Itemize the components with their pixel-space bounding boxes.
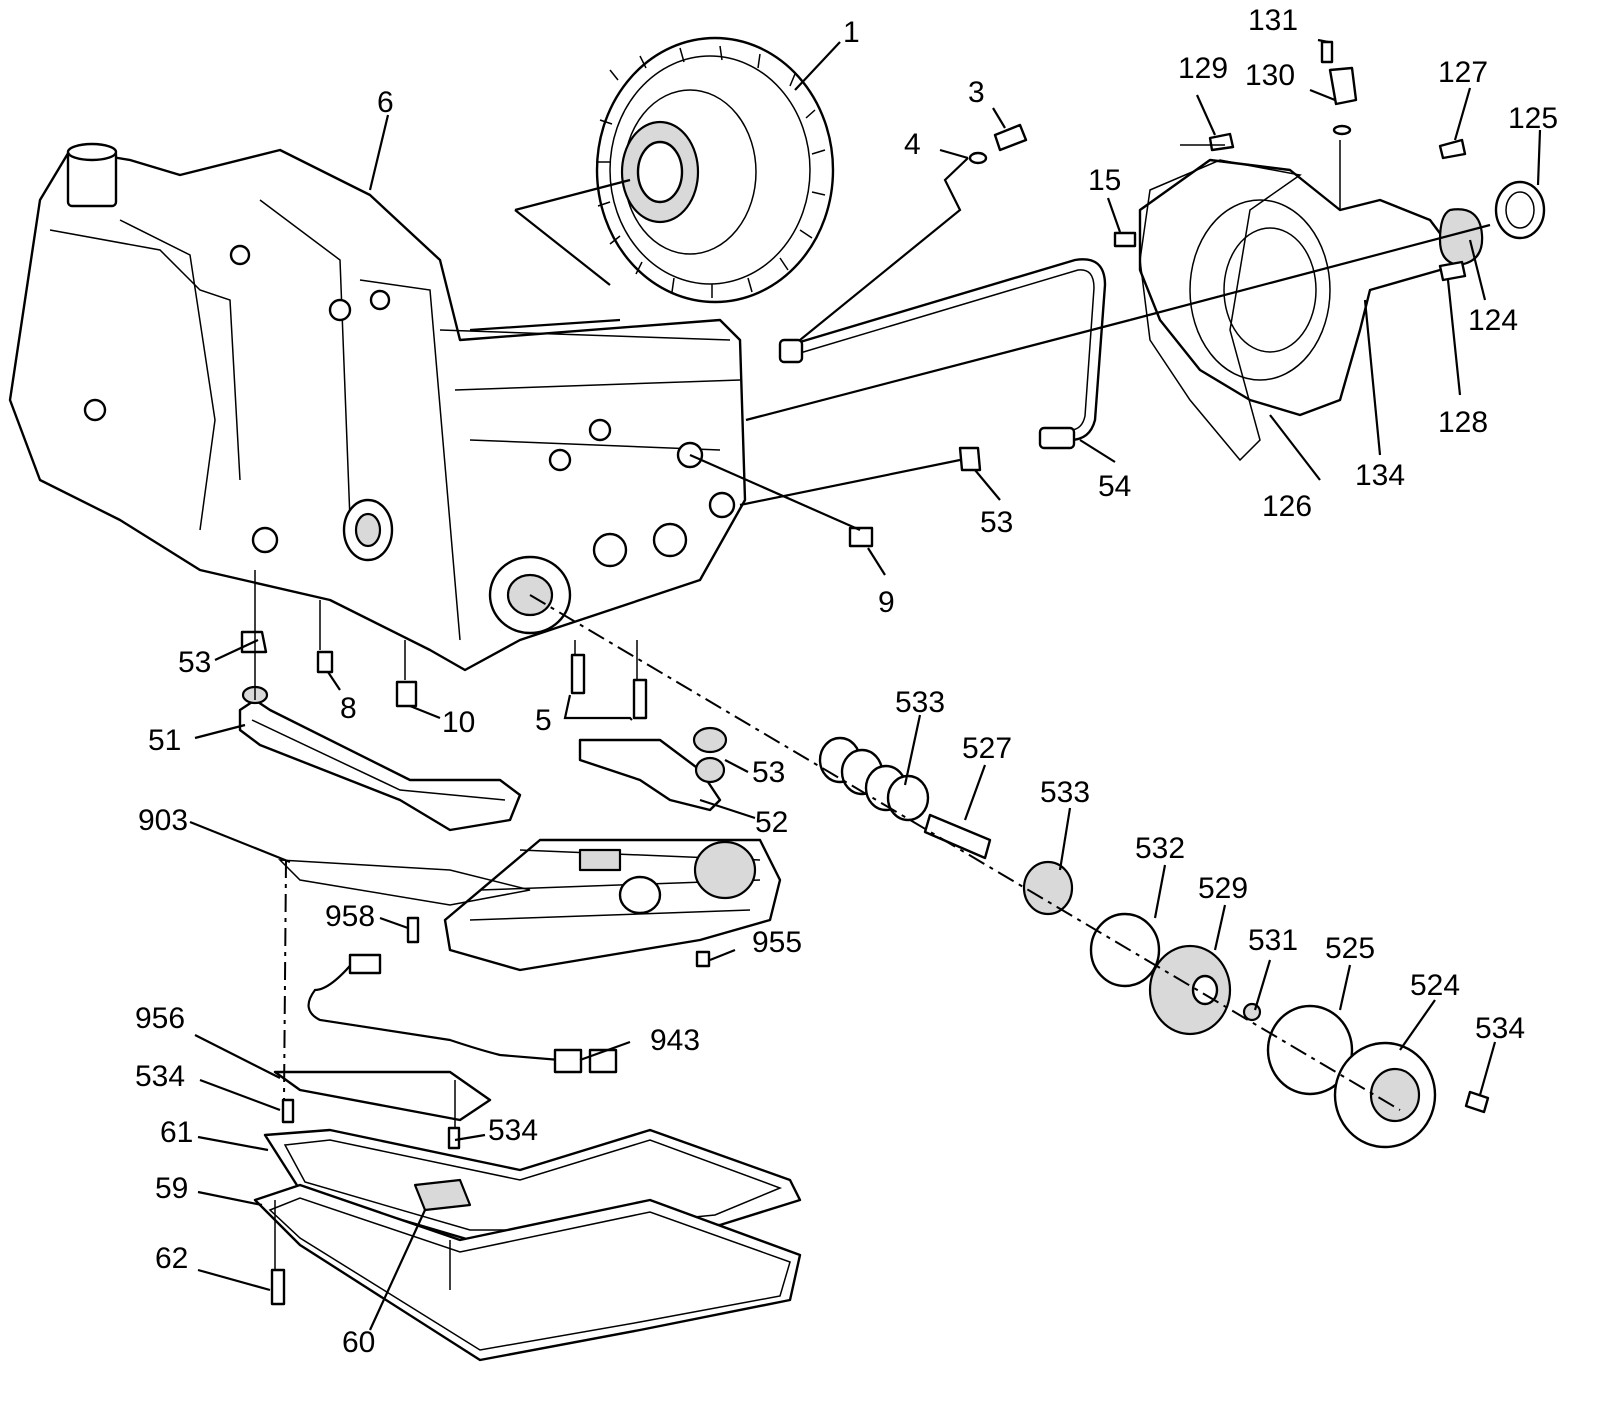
oil-filter (413, 1178, 472, 1212)
callout-10: 10 (442, 706, 475, 739)
valve-body-gasket (278, 859, 531, 906)
callout-129: 129 (1178, 52, 1228, 85)
callout-134: 134 (1355, 459, 1405, 492)
pan-spacer-gaskets (238, 685, 728, 832)
torque-converter (595, 36, 835, 304)
callout-54: 54 (1098, 470, 1131, 503)
extension-housing (1138, 158, 1546, 417)
callout-532: 532 (1135, 832, 1185, 865)
valve-body (443, 838, 782, 972)
callout-958: 958 (325, 900, 375, 933)
callout-126: 126 (1262, 490, 1312, 523)
callout-9: 9 (878, 586, 895, 619)
callout-8: 8 (340, 692, 357, 725)
callout-903: 903 (138, 804, 188, 837)
callout-4: 4 (904, 128, 921, 161)
callout-5: 5 (535, 704, 552, 737)
callout-127: 127 (1438, 56, 1488, 89)
callout-52: 52 (755, 806, 788, 839)
callout-531: 531 (1248, 924, 1298, 957)
callout-51: 51 (148, 724, 181, 757)
callout-1: 1 (843, 16, 860, 49)
extension-gasket (1139, 159, 1302, 462)
callout-6: 6 (377, 86, 394, 119)
callout-524: 524 (1410, 969, 1460, 1002)
callout-534-a: 534 (1475, 1012, 1525, 1045)
oil-pan (253, 1183, 802, 1362)
leader-lines (189, 38, 1542, 1331)
callout-533-a: 533 (895, 686, 945, 719)
callout-529: 529 (1198, 872, 1248, 905)
cooler-pipe (778, 258, 1107, 450)
callout-15: 15 (1088, 164, 1121, 197)
callout-534-b: 534 (135, 1060, 185, 1093)
center-lines (254, 140, 1491, 1290)
callout-130: 130 (1245, 59, 1295, 92)
fasteners (240, 40, 1490, 1306)
callout-124: 124 (1468, 304, 1518, 337)
callout-labels: 1 3 4 5 6 8 9 10 15 51 52 53 53 53 54 59… (135, 4, 1558, 1359)
wiring-harness (307, 953, 618, 1074)
callout-525: 525 (1325, 932, 1375, 965)
callout-53-b: 53 (752, 756, 785, 789)
callout-53-c: 53 (980, 506, 1013, 539)
callout-62: 62 (155, 1242, 188, 1275)
callout-60: 60 (342, 1326, 375, 1359)
callout-53-a: 53 (178, 646, 211, 679)
plate (273, 1070, 492, 1122)
callout-533-b: 533 (1040, 776, 1090, 809)
callout-527: 527 (962, 732, 1012, 765)
callout-956: 956 (135, 1002, 185, 1035)
callout-61: 61 (160, 1116, 193, 1149)
servo-assembly (818, 736, 1437, 1149)
callout-534-c: 534 (488, 1114, 538, 1147)
callout-131: 131 (1248, 4, 1298, 37)
callout-943: 943 (650, 1024, 700, 1057)
callout-3: 3 (968, 76, 985, 109)
callout-128: 128 (1438, 406, 1488, 439)
callout-125: 125 (1508, 102, 1558, 135)
callout-59: 59 (155, 1172, 188, 1205)
callout-955: 955 (752, 926, 802, 959)
